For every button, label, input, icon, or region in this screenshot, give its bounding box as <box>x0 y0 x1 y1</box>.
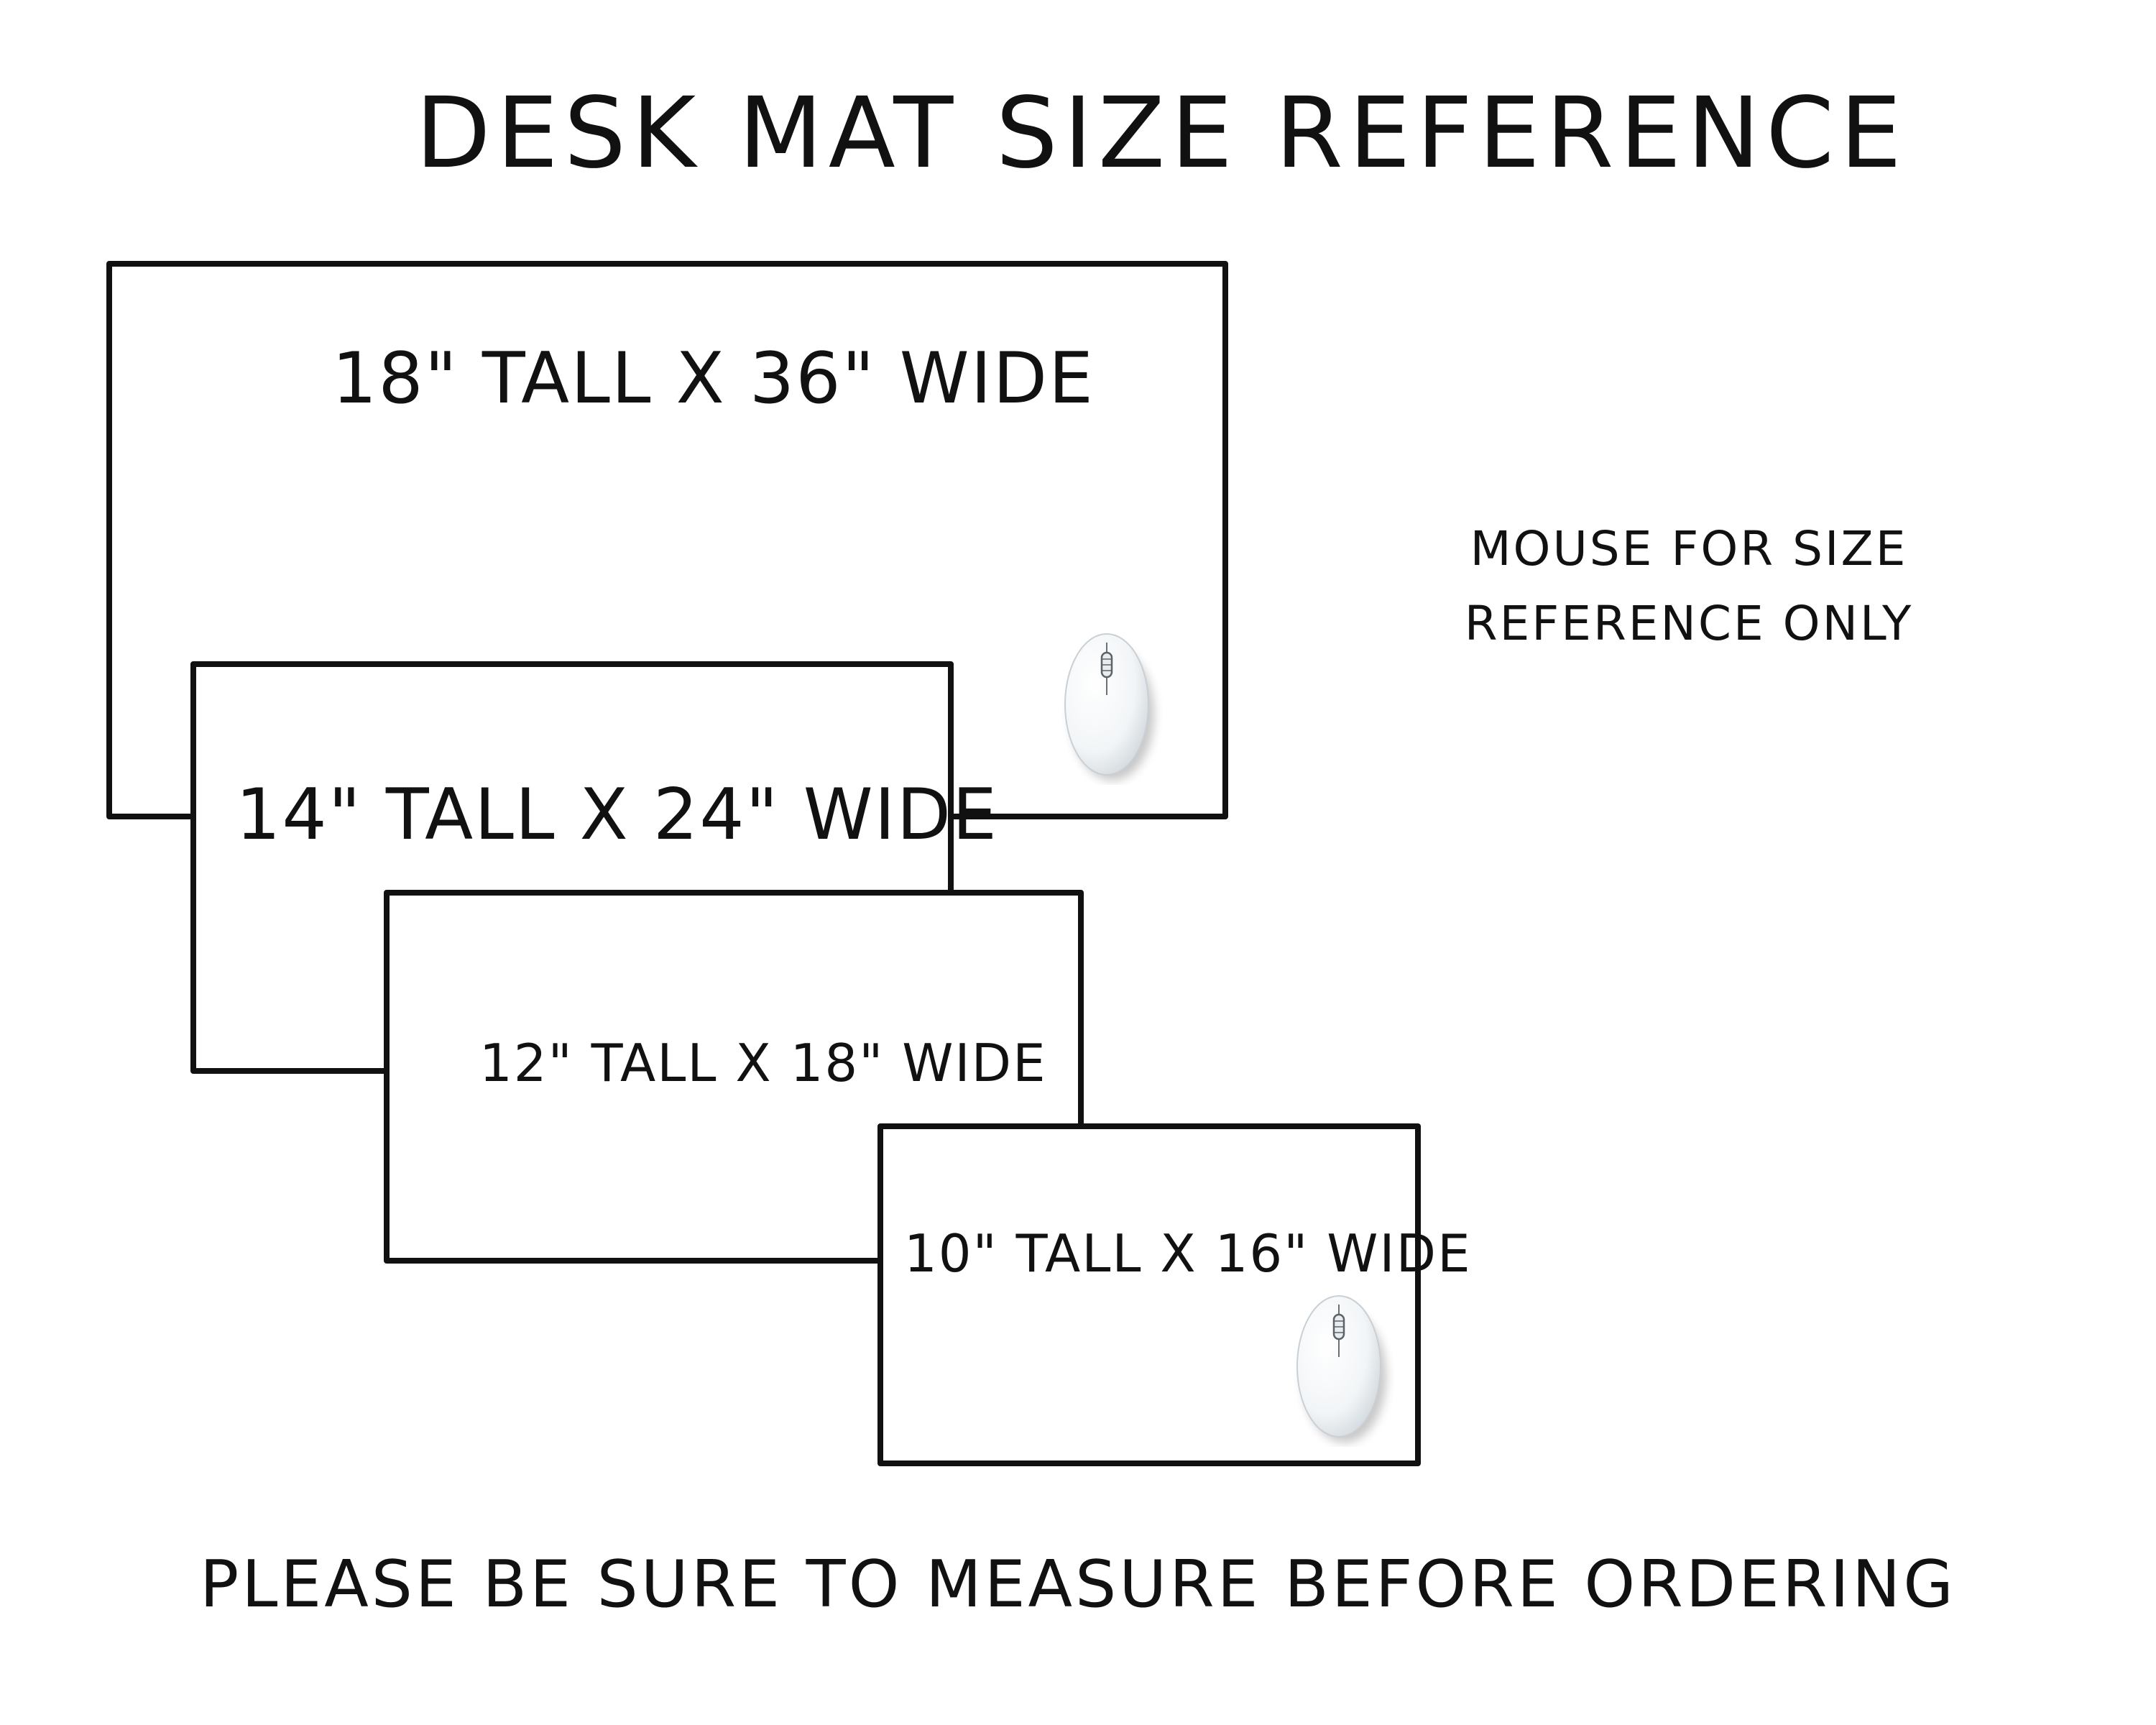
mat-18x36-label: 18" TALL X 36" WIDE <box>332 338 1095 420</box>
mat-12x18-label: 12" TALL X 18" WIDE <box>479 1033 1047 1093</box>
note-line-2: REFERENCE ONLY <box>1464 596 1914 651</box>
computer-mouse-icon <box>1287 1289 1395 1447</box>
measure-reminder: PLEASE BE SURE TO MEASURE BEFORE ORDERIN… <box>199 1547 1957 1622</box>
note-line-1: MOUSE FOR SIZE <box>1470 521 1908 576</box>
page-title: DESK MAT SIZE REFERENCE <box>415 77 1907 190</box>
computer-mouse-icon <box>1055 627 1163 785</box>
mat-10x16-label: 10" TALL X 16" WIDE <box>904 1223 1472 1284</box>
mat-14x24-label: 14" TALL X 24" WIDE <box>236 774 998 856</box>
mouse-reference-note: MOUSE FOR SIZE REFERENCE ONLY <box>1401 512 1976 661</box>
